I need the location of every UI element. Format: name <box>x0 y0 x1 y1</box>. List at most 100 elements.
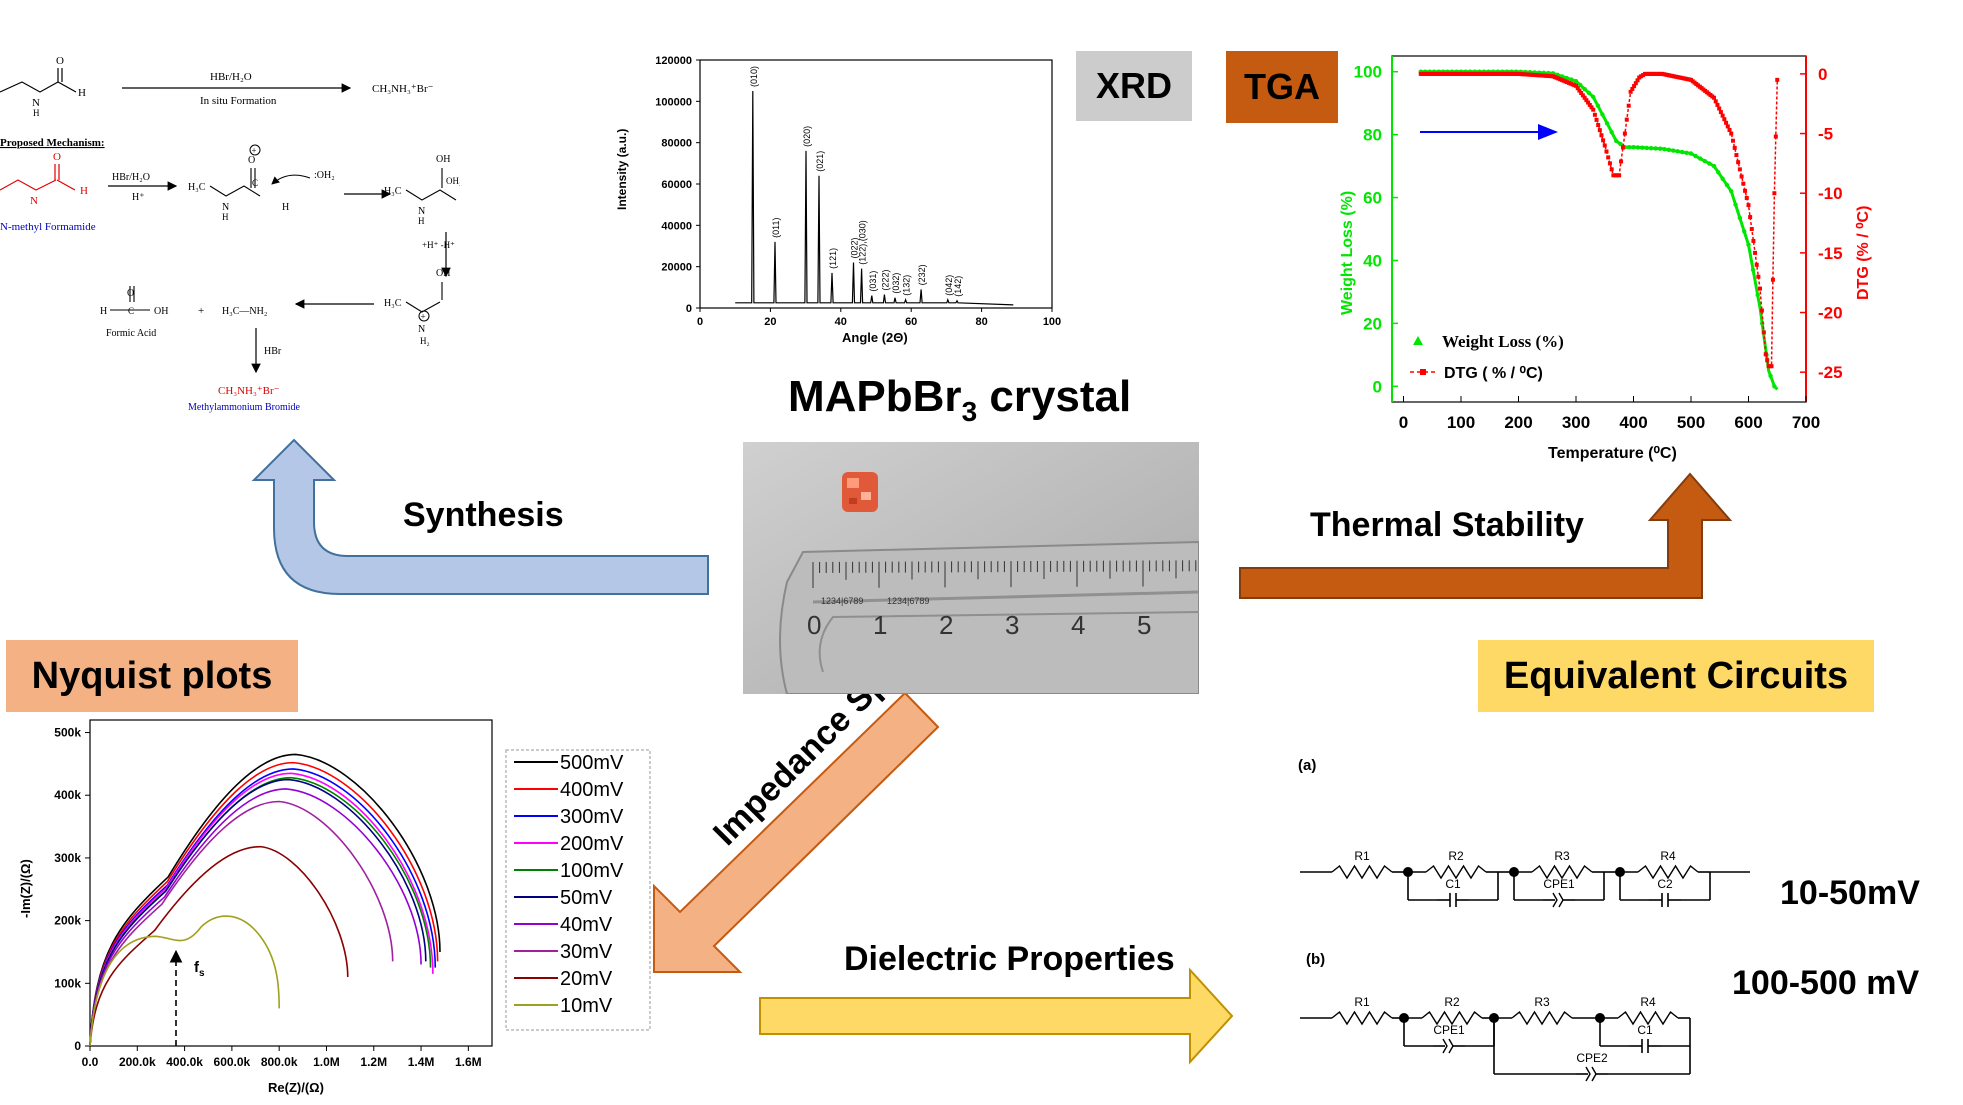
tga-legend: Weight Loss (%) DTG ( % / ⁰C) <box>1410 332 1564 382</box>
tga-dtg-point <box>1737 167 1742 172</box>
tga-right-tick-label: 0 <box>1818 65 1827 84</box>
tga-dtg-point <box>1775 77 1780 82</box>
tga-weight-point <box>1653 146 1658 151</box>
nyquist-y-tick-label: 100k <box>54 976 81 990</box>
element-label: R1 <box>1354 995 1370 1009</box>
tga-dtg-point <box>1732 145 1737 150</box>
int1-o: O <box>248 155 255 166</box>
tga-dtg-point <box>1632 84 1637 89</box>
nyquist-legend-label: 10mV <box>560 995 613 1017</box>
tga-dtg-point <box>1749 227 1754 231</box>
tga-dtg-point <box>1577 88 1582 93</box>
top-product: CH₃NH₃⁺Br⁻ <box>372 83 434 95</box>
synthesis-label: Synthesis <box>403 496 564 534</box>
tga-x-tick-label: 0 <box>1399 413 1408 432</box>
tga-left-tick-label: 20 <box>1363 314 1382 333</box>
tga-y-left-label: Weight Loss (%) <box>1339 191 1356 315</box>
nyquist-curve <box>89 753 441 1047</box>
element-label: R1 <box>1354 849 1370 863</box>
tga-weight-point <box>1675 149 1680 154</box>
tga-dtg-point <box>1744 195 1749 200</box>
top-o: O <box>56 55 64 67</box>
tga-legend-marker-weight <box>1413 336 1423 345</box>
tga-dtg-point <box>1599 133 1604 138</box>
tga-dtg-point <box>1763 352 1768 357</box>
int2-n: N <box>418 206 425 217</box>
fs-annotation-main: f <box>194 959 200 976</box>
xrd-peak-label: (132) <box>902 275 912 296</box>
formic-o: O <box>127 288 134 299</box>
xrd-peak-label: (121) <box>828 248 838 269</box>
ruler-ticks <box>812 560 1197 588</box>
nyquist-curve <box>89 761 439 1047</box>
ruler-number: 1 <box>873 610 887 640</box>
nyquist-x-tick-label: 600.0k <box>214 1055 251 1069</box>
formamide-top <box>0 68 77 93</box>
synthesis-arrow <box>251 438 709 595</box>
tga-dtg-point <box>1586 100 1591 105</box>
nyquist-legend: 500mV400mV300mV200mV100mV50mV40mV30mV20m… <box>514 752 624 1017</box>
nyquist-y-tick-label: 300k <box>54 851 81 865</box>
crystal-sample <box>842 472 878 512</box>
hbr-label: HBr <box>264 346 282 357</box>
ruler-number: 5 <box>1137 610 1151 640</box>
tga-dtg-point <box>1729 131 1734 136</box>
tga-weight-point <box>1711 163 1717 169</box>
nyquist-legend-label: 30mV <box>560 941 613 963</box>
tga-weight-point <box>1595 103 1601 108</box>
tga-dtg-point <box>1718 110 1723 115</box>
tga-left-tick-label: 40 <box>1363 251 1382 270</box>
tga-dtg-point <box>1739 174 1744 179</box>
tga-legend-marker-dtg <box>1420 369 1426 375</box>
tga-right-tick-label: -20 <box>1818 304 1843 323</box>
tga-x-label: Temperature (⁰C) <box>1548 445 1677 462</box>
tga-dtg-point <box>1596 123 1601 128</box>
nyquist-curve <box>89 845 349 1047</box>
tga-dtg-point <box>1753 250 1758 255</box>
tga-legend-dtg: DTG ( % / ⁰C) <box>1444 365 1543 382</box>
tga-weight-point <box>1679 149 1685 155</box>
tga-weight-point <box>1573 78 1579 84</box>
xrd-peak-label: (022) <box>849 238 859 259</box>
synthesis-scheme: N H O H HBr/H₂O In situ Formation CH₃NH₃… <box>0 55 460 413</box>
ruler-number: 0 <box>807 610 821 640</box>
tga-badge: TGA <box>1226 51 1338 123</box>
formamide-red <box>0 164 76 191</box>
circuit-a-label: (a) <box>1298 757 1316 774</box>
crystal-title-sub: 3 <box>961 395 978 427</box>
resistor <box>1331 864 1393 880</box>
nyquist-x-tick-label: 1.2M <box>360 1055 387 1069</box>
top-condition: In situ Formation <box>200 95 277 107</box>
proton-step: +H⁺ -H⁺ <box>422 240 455 250</box>
xrd-y-label: Intensity (a.u.) <box>615 129 629 210</box>
tga-dtg-point <box>1736 160 1741 165</box>
tga-dtg-point <box>1748 215 1753 220</box>
tga-weight-point <box>1724 182 1730 188</box>
tga-dtg-point <box>1589 105 1594 110</box>
tga-weight-point <box>1698 156 1703 161</box>
tga-x-tick-label: 400 <box>1619 413 1647 432</box>
xrd-peak-label: (031) <box>868 271 878 292</box>
nyquist-x-tick-label: 800.0k <box>261 1055 298 1069</box>
formic-c: C <box>128 306 134 316</box>
nyquist-legend-label: 40mV <box>560 914 613 936</box>
nyquist-curve <box>89 788 422 1047</box>
nyquist-y-tick-label: 400k <box>54 788 81 802</box>
tga-dtg-point <box>1712 95 1716 100</box>
int3-h2: H₂ <box>420 336 430 346</box>
int1-h3c: H₃C <box>188 182 206 193</box>
tga-weight-point <box>1635 145 1641 150</box>
tga-dtg-point <box>1579 90 1584 95</box>
tga-weight-point <box>1684 150 1689 155</box>
tga-weight-point <box>1569 77 1574 82</box>
tga-weight-point <box>1666 147 1672 153</box>
tga-dtg-point <box>1622 131 1627 136</box>
tga-dtg-point <box>1606 155 1611 160</box>
tga-dtg-point <box>1758 286 1762 291</box>
nyquist-y-tick-label: 500k <box>54 726 81 740</box>
thermal-stability-label: Thermal Stability <box>1310 506 1584 544</box>
int3-oh: OH <box>436 268 450 279</box>
